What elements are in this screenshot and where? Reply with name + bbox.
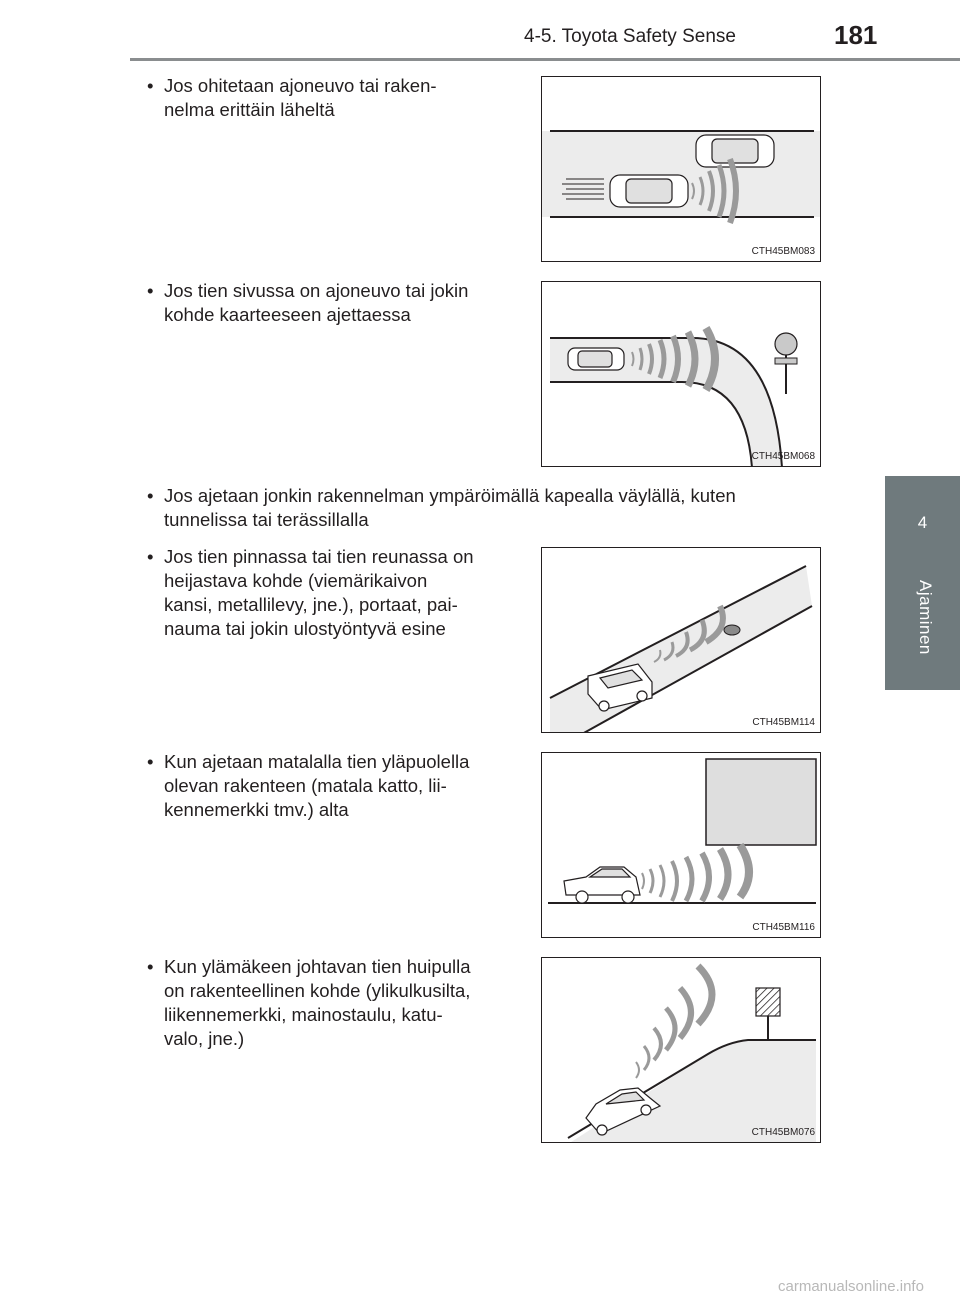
bullet-text: Jos tien pinnassa tai tien reunassa on h… — [164, 546, 474, 639]
bullet-item-1: • Jos ohitetaan ajoneuvo tai raken- nelm… — [147, 74, 519, 124]
chapter-label: Ajaminen — [916, 580, 935, 655]
bullet-marker: • — [147, 956, 154, 977]
figure-code: CTH45BM116 — [752, 922, 815, 933]
figure-hill-crest-structure: CTH45BM076 — [541, 957, 821, 1143]
page-number: 181 — [834, 20, 878, 50]
chapter-tab: 4 Ajaminen — [885, 476, 960, 690]
bullet-item-6: • Kun ylämäkeen johtavan tien huipulla o… — [147, 955, 519, 1053]
figure-code: CTH45BM114 — [752, 717, 815, 728]
figure-road-surface-object: CTH45BM114 — [541, 547, 821, 733]
bullet-text: Jos ohitetaan ajoneuvo tai raken- nelma … — [164, 75, 437, 120]
figure-curve-object: CTH45BM068 — [541, 281, 821, 467]
figure-code: CTH45BM068 — [751, 451, 815, 462]
bullet-item-5: • Kun ajetaan matalalla tien yläpuolella… — [147, 750, 519, 824]
figure-code: CTH45BM076 — [751, 1127, 815, 1138]
bullet-text: Kun ajetaan matalalla tien yläpuolella o… — [164, 751, 470, 820]
bullet-text: Kun ylämäkeen johtavan tien huipulla on … — [164, 956, 471, 1049]
bullet-marker: • — [147, 280, 154, 301]
bullet-marker: • — [147, 485, 154, 506]
figure-code: CTH45BM083 — [751, 246, 815, 257]
bullet-item-4: • Jos tien pinnassa tai tien reunassa on… — [147, 545, 519, 643]
bullet-item-2: • Jos tien sivussa on ajoneuvo tai jokin… — [147, 279, 519, 329]
site-watermark: carmanualsonline.info — [778, 1278, 924, 1295]
bullet-marker: • — [147, 546, 154, 567]
bullet-marker: • — [147, 751, 154, 772]
header-divider — [130, 58, 960, 61]
bullet-text: Jos ajetaan jonkin rakennelman ympäröimä… — [164, 485, 736, 530]
bullet-item-3: • Jos ajetaan jonkin rakennelman ympäröi… — [147, 484, 842, 534]
section-title: 4-5. Toyota Safety Sense — [524, 26, 736, 47]
bullet-marker: • — [147, 75, 154, 96]
chapter-number: 4 — [917, 513, 928, 532]
figure-passing-vehicle: CTH45BM083 — [541, 76, 821, 262]
bullet-text: Jos tien sivussa on ajoneuvo tai jokin k… — [164, 280, 469, 325]
figure-low-overhead-structure: CTH45BM116 — [541, 752, 821, 938]
